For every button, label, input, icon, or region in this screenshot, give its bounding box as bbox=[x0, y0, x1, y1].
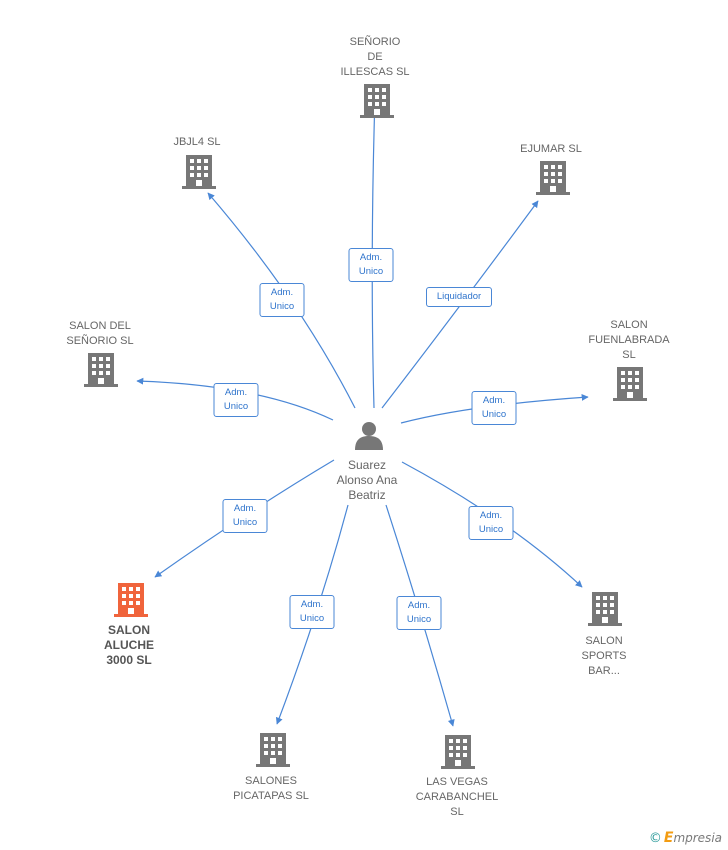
copyright-icon: © bbox=[648, 831, 662, 846]
edge-label-salon-fuenlabrada[interactable]: Adm.Unico bbox=[471, 391, 517, 425]
company-label-jbjl4[interactable]: JBJL4 SL bbox=[173, 136, 221, 148]
building-icon-salon-senorio[interactable] bbox=[84, 353, 118, 387]
person-icon bbox=[355, 422, 383, 450]
brand-watermark: ©Empresia bbox=[648, 830, 722, 846]
edge-label-las-vegas[interactable]: Adm.Unico bbox=[396, 596, 442, 630]
edge-label-salon-aluche[interactable]: Adm.Unico bbox=[222, 499, 268, 533]
edge-label-salon-sports[interactable]: Adm.Unico bbox=[468, 506, 514, 540]
edge-label-jbjl4[interactable]: Adm.Unico bbox=[259, 283, 305, 317]
edge-label-senorio-illescas[interactable]: Adm.Unico bbox=[348, 248, 394, 282]
building-icon-senorio-illescas[interactable] bbox=[360, 84, 394, 118]
building-icon-ejumar[interactable] bbox=[536, 161, 570, 195]
edge-label-salones-picatapas[interactable]: Adm.Unico bbox=[289, 595, 335, 629]
building-icon-las-vegas[interactable] bbox=[441, 735, 475, 769]
company-label-ejumar[interactable]: EJUMAR SL bbox=[520, 143, 582, 155]
building-icon-salon-sports[interactable] bbox=[588, 592, 622, 626]
edge-label-ejumar[interactable]: Liquidador bbox=[426, 287, 492, 307]
building-icon-salones-picatapas[interactable] bbox=[256, 733, 290, 767]
building-icon-salon-fuenlabrada[interactable] bbox=[613, 367, 647, 401]
person-label[interactable]: Suarez Alonso Ana Beatriz bbox=[336, 458, 398, 502]
edge-label-salon-senorio[interactable]: Adm.Unico bbox=[213, 383, 259, 417]
building-icon-salon-aluche[interactable] bbox=[114, 583, 148, 617]
building-icon-jbjl4[interactable] bbox=[182, 155, 216, 189]
edge-ejumar bbox=[381, 200, 539, 409]
